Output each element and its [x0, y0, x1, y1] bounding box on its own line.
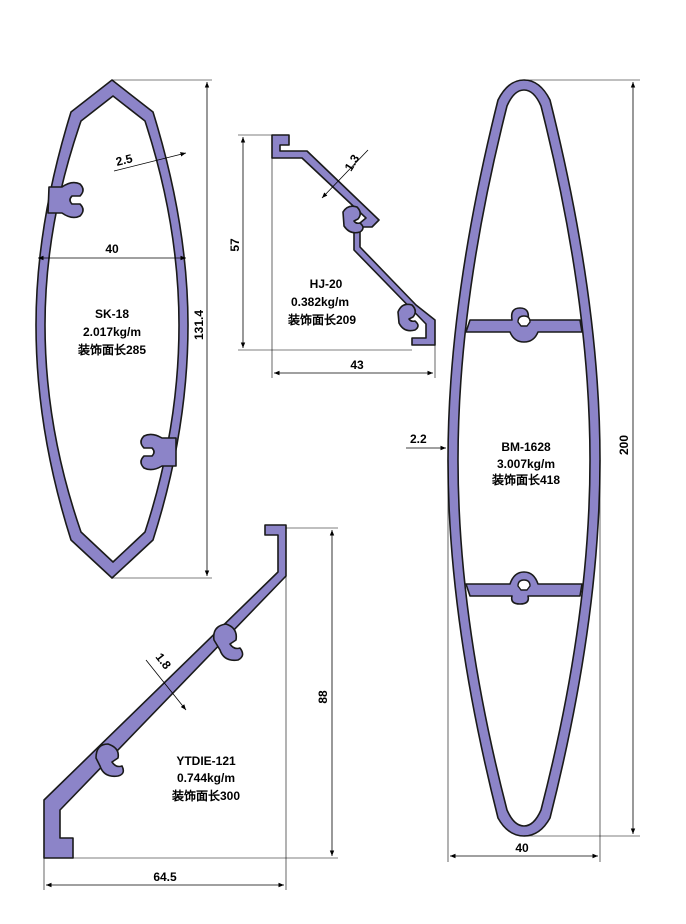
sk18-code: SK-18: [95, 307, 129, 321]
profile-hj20: 57 43 1.3 HJ-20 0.382kg/m 装饰面长209: [228, 134, 436, 378]
profile-sk18: 131.4 40 2.5 SK-18 2.017kg/m 装饰面长285: [35, 79, 212, 579]
hj20-face-length: 装饰面长209: [287, 312, 356, 327]
bm1628-thickness-label: 2.2: [410, 432, 427, 446]
hj20-thickness-label: 1.3: [342, 152, 363, 174]
ytdie121-height-label: 88: [316, 690, 330, 704]
sk18-thickness-dim: [113, 152, 187, 172]
bm1628-code: BM-1628: [501, 440, 551, 454]
bm1628-face-length: 装饰面长418: [491, 472, 560, 487]
ytdie121-width-label: 64.5: [153, 870, 177, 884]
hj20-code: HJ-20: [310, 277, 343, 291]
ytdie121-face-length: 装饰面长300: [171, 788, 240, 803]
hj20-clip-top: [342, 205, 364, 234]
hj20-width-label: 43: [350, 358, 364, 372]
sk18-width-label: 40: [105, 242, 119, 256]
sk18-face-length: 装饰面长285: [77, 342, 146, 357]
sk18-clip-top: [47, 181, 84, 219]
ytdie121-section: [43, 524, 287, 859]
profile-ytdie121: 88 64.5 1.8 YTDIE-121 0.744kg/m 装饰面长300: [43, 524, 338, 890]
bm1628-height-label: 200: [617, 435, 631, 455]
ytdie121-clip-bottom: [95, 743, 125, 778]
bm1628-web-bottom-slot: [517, 579, 531, 591]
hj20-clip-bottom: [397, 303, 419, 332]
sk18-clip-bottom: [140, 433, 177, 471]
bm1628-weight: 3.007kg/m: [497, 457, 555, 471]
ytdie121-code: YTDIE-121: [176, 754, 236, 768]
sk18-height-label: 131.4: [192, 310, 206, 340]
hj20-weight: 0.382kg/m: [291, 295, 349, 309]
sk18-weight: 2.017kg/m: [83, 325, 141, 339]
ytdie121-thickness-label: 1.8: [153, 650, 175, 672]
ytdie121-weight: 0.744kg/m: [177, 771, 235, 785]
hj20-thickness-dim: [321, 149, 369, 199]
hj20-height-label: 57: [228, 238, 242, 252]
bm1628-width-label: 40: [515, 841, 529, 855]
ytdie121-thickness-dim: [145, 659, 187, 711]
profile-bm1628: 200 40 2.2 BM-1628 3.007kg/m 装饰面长418: [406, 79, 640, 862]
sk18-thickness-label: 2.5: [114, 151, 134, 169]
bm1628-web-top-slot: [517, 315, 531, 327]
ytdie121-clip-top: [212, 623, 244, 662]
